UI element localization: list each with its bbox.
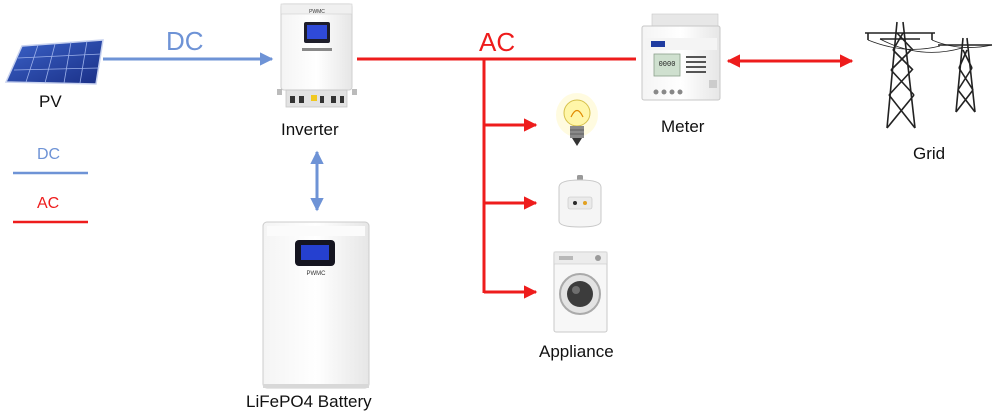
pv-label: PV <box>39 92 62 111</box>
meter-label: Meter <box>661 117 705 136</box>
appliance-label: Appliance <box>539 342 614 361</box>
meter-readout-text: 0000 <box>659 61 676 69</box>
ac-flow-label: AC <box>479 27 516 57</box>
legend-dc-label: DC <box>37 146 61 163</box>
dc-flow-label: DC <box>166 26 204 56</box>
rice-cooker-icon <box>558 175 602 228</box>
battery-icon <box>262 221 370 389</box>
light-bulb-icon <box>556 93 598 146</box>
inverter-brand-text: PWMC <box>309 9 325 15</box>
inverter-icon <box>277 3 357 108</box>
power-tower-icon <box>865 21 993 129</box>
solar-panel-icon <box>4 39 104 85</box>
inverter-label: Inverter <box>281 120 339 139</box>
battery-brand-text: PWMC <box>307 271 327 277</box>
energy-meter-icon <box>641 13 721 101</box>
legend-ac-label: AC <box>37 195 60 212</box>
grid-label: Grid <box>913 144 946 163</box>
washing-machine-icon <box>553 251 608 333</box>
battery-label: LiFePO4 Battery <box>246 392 372 411</box>
